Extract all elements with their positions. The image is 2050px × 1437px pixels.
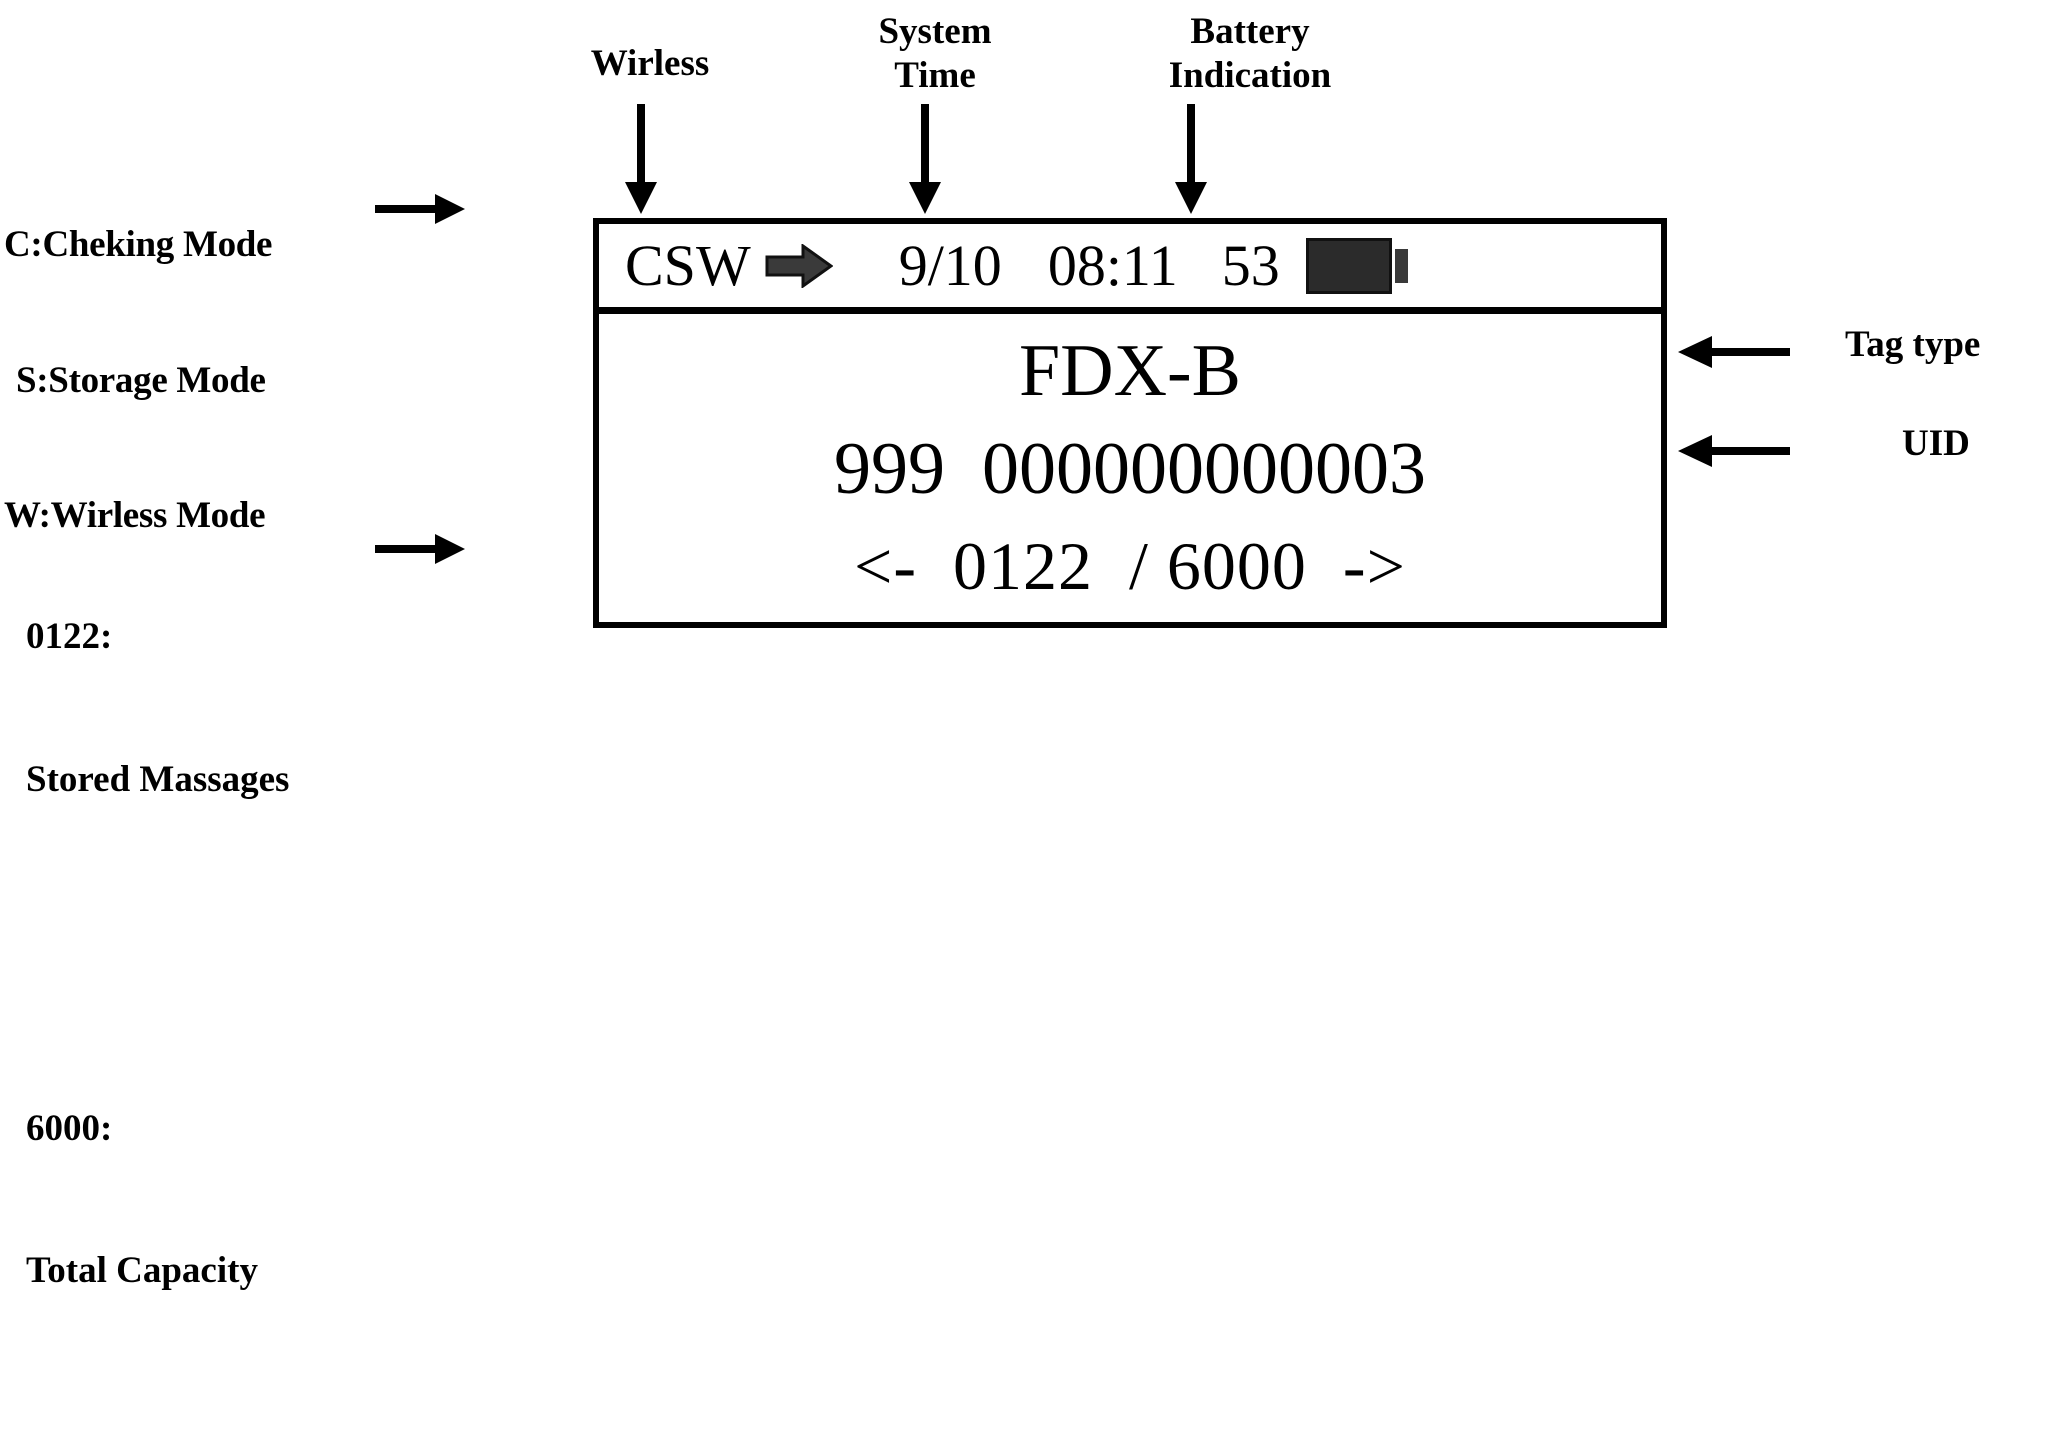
callout-arrow-uid xyxy=(1678,427,1790,475)
storage-legend-total-caption: Total Capacity xyxy=(26,1250,258,1292)
status-date: 9/10 xyxy=(898,232,1002,298)
mode-legend-line-wireless: W:Wirless Mode xyxy=(4,495,266,536)
callout-arrow-storage-legend xyxy=(375,525,467,573)
storage-legend-stored-value: 0122: xyxy=(26,616,113,658)
mode-legend-line-storage: S:Storage Mode xyxy=(16,359,266,401)
callout-arrow-system-time xyxy=(902,104,948,216)
battery-icon xyxy=(1305,237,1408,294)
lcd-screen-frame: CSW 9/10 08:11 53 FDX-B 999 000000000003… xyxy=(593,218,1667,628)
callout-arrow-tag-type xyxy=(1678,328,1790,376)
mode-legend: C:Cheking Mode S:Storage Mode W:Wirless … xyxy=(4,132,272,583)
status-time: 08:11 xyxy=(1047,232,1178,298)
lcd-uid-value: 999 000000000003 xyxy=(834,428,1426,510)
storage-legend-group-stored: 0122: Stored Massages xyxy=(26,519,289,898)
storage-legend-stored-caption: Stored Massages xyxy=(26,758,290,800)
battery-body xyxy=(1305,237,1392,294)
lcd-main-display: FDX-B 999 000000000003 <- 0122 / 6000 -> xyxy=(599,314,1661,622)
storage-legend: 0122: Stored Massages 6000: Total Capaci… xyxy=(26,424,289,1437)
mode-legend-line-checking: C:Cheking Mode xyxy=(4,224,273,266)
status-mode-indicator[interactable]: CSW xyxy=(625,232,751,298)
callout-arrow-mode-legend xyxy=(375,185,467,233)
storage-legend-total-value: 6000: xyxy=(26,1108,113,1150)
callout-arrow-battery xyxy=(1168,104,1214,216)
lcd-record-navigation[interactable]: <- 0122 / 6000 -> xyxy=(854,528,1406,604)
callout-label-tag-type: Tag type xyxy=(1845,324,1981,365)
lcd-tag-type-value: FDX-B xyxy=(1018,330,1242,412)
storage-legend-group-total: 6000: Total Capacity xyxy=(26,1010,289,1389)
callout-label-wireless: Wirless xyxy=(590,43,710,84)
callout-arrow-wireless xyxy=(618,104,664,216)
lcd-status-bar: CSW 9/10 08:11 53 xyxy=(599,224,1661,314)
callout-label-uid: UID xyxy=(1902,423,1970,464)
battery-cap xyxy=(1394,248,1408,283)
status-battery-percent: 53 xyxy=(1221,232,1280,298)
wireless-arrow-icon xyxy=(765,242,834,289)
